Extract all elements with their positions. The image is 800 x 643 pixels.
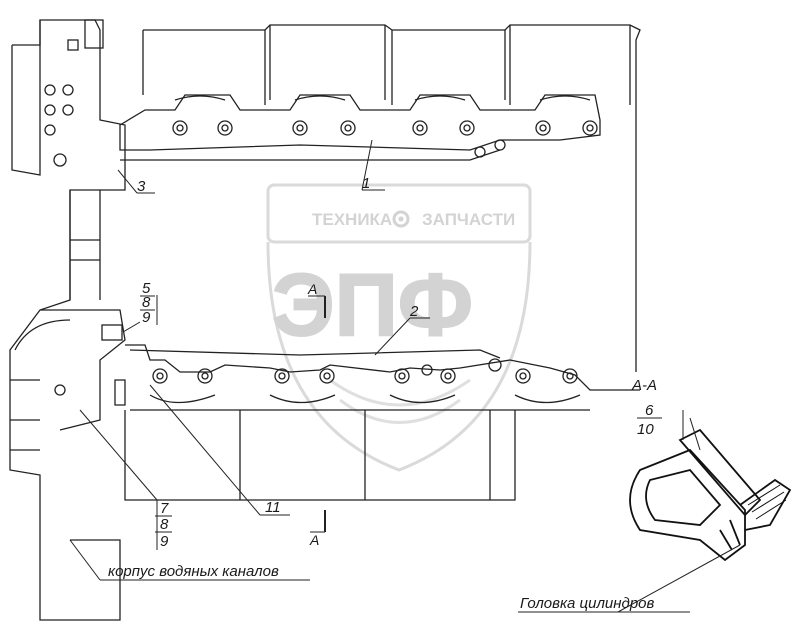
leader-lines [69, 139, 741, 613]
callout-6: 6 [645, 402, 654, 419]
watermark-text-left: ТЕХНИКА [312, 210, 392, 229]
watermark-text-right: ЗАПЧАСТИ [422, 210, 515, 229]
callout-10: 10 [637, 421, 654, 438]
callouts: 1 2 3 5 8 9 6 10 7 8 9 11 [137, 175, 654, 550]
engine-block [9, 19, 641, 621]
callout-9-bottom: 9 [160, 533, 169, 550]
callout-8-bottom: 8 [160, 516, 169, 533]
watermark-logo: ЭПФ [272, 255, 473, 354]
callout-8-top: 8 [142, 294, 151, 311]
part-labels: корпус водяных каналов Головка цилиндров [108, 563, 655, 612]
label-water-channel-body: корпус водяных каналов [108, 563, 279, 580]
callout-5: 5 [142, 280, 151, 297]
section-mark-top: А [307, 281, 317, 297]
callout-7: 7 [160, 500, 169, 517]
watermark: ТЕХНИКА ЗАПЧАСТИ ЭПФ [266, 183, 532, 472]
callout-11: 11 [265, 499, 281, 516]
callout-9-top: 9 [142, 309, 151, 326]
section-labels: А А А-А [307, 281, 657, 548]
label-cylinder-head: Головка цилиндров [520, 595, 655, 612]
section-mark-bottom: А [309, 532, 319, 548]
callout-1: 1 [362, 175, 370, 192]
callout-3: 3 [137, 178, 146, 195]
bottom-bolts [152, 358, 578, 384]
top-bolts [172, 120, 598, 158]
gear-icon [392, 210, 410, 228]
section-view-title: А-А [631, 377, 657, 394]
section-hatching [747, 484, 787, 520]
callout-2: 2 [409, 303, 419, 320]
section-view-aa [629, 428, 792, 562]
